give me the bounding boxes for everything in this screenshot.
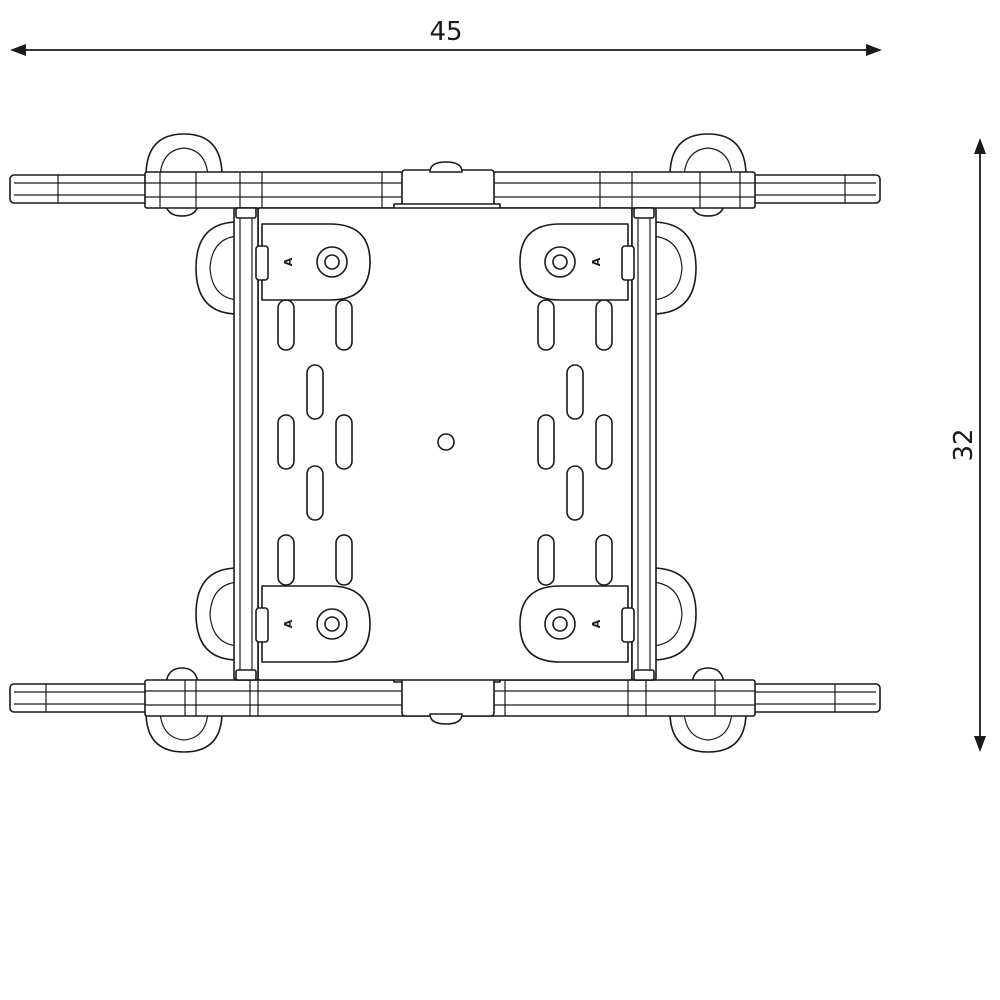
- bracket-mark: A: [282, 257, 295, 266]
- top-arrowhead: [974, 138, 986, 154]
- wall-plate: [257, 207, 633, 681]
- side-rollers: [195, 221, 697, 661]
- right-arrowhead: [866, 44, 882, 56]
- height-dimension: 32: [949, 138, 986, 752]
- height-label: 32: [949, 428, 979, 461]
- top-rail: [9, 161, 881, 253]
- bracket-mark: A: [282, 619, 295, 628]
- bottom-arrowhead: [974, 736, 986, 752]
- bracket-top-right: A: [519, 223, 635, 301]
- bracket-bottom-left: A: [255, 585, 371, 663]
- bracket-mark: A: [590, 619, 603, 628]
- bracket-top-left: A: [255, 223, 371, 301]
- width-label: 45: [429, 17, 462, 47]
- bracket-bottom-right: A: [519, 585, 635, 663]
- left-slots: [277, 299, 353, 586]
- center-hole: [437, 433, 455, 451]
- left-arrowhead: [10, 44, 26, 56]
- left-side-bar: [233, 207, 259, 681]
- bracket-mark: A: [590, 257, 603, 266]
- right-slots: [537, 299, 613, 586]
- width-dimension: 45: [10, 17, 882, 56]
- right-side-bar: [631, 207, 657, 681]
